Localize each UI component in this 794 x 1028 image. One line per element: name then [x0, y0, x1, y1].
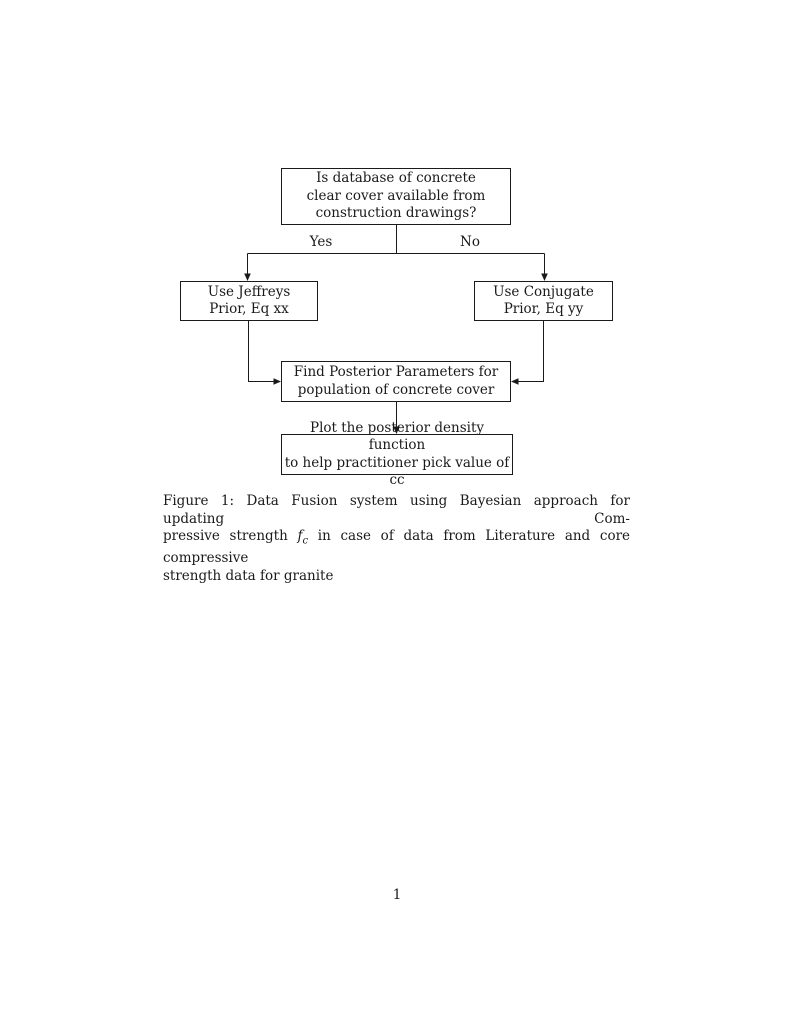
page-number: 1: [392, 887, 402, 903]
figure-caption: Figure 1: Data Fusion system using Bayes…: [163, 493, 630, 585]
edge-label-no: No: [460, 234, 480, 250]
caption-line-1: Figure 1: Data Fusion system using Bayes…: [163, 493, 630, 527]
box-question-line: Is database of concrete: [316, 170, 476, 187]
box-posterior-line: population of concrete cover: [297, 381, 495, 398]
arrowhead-jeffreys-right: [273, 378, 281, 385]
box-jeffreys-line: Use Jeffreys: [207, 283, 291, 300]
box-question-line: construction drawings?: [315, 205, 477, 222]
connector-conjugate-elbow: [515, 321, 544, 382]
box-conjugate-line: Use Conjugate: [493, 283, 594, 300]
box-conjugate-line: Prior, Eq yy: [503, 301, 584, 317]
flowchart-box-jeffreys-prior: Use Jeffreys Prior, Eq xx: [180, 281, 318, 321]
flowchart-box-plot-density: Plot the posterior density function to h…: [281, 420, 513, 488]
box-question-line: clear cover available from: [306, 187, 486, 204]
box-plot-line: to help practitioner pick value of cc: [284, 454, 510, 489]
caption-line-2: pressive strength fc in case of data fro…: [163, 528, 630, 568]
arrowhead-no-down: [541, 273, 548, 281]
box-plot-line: Plot the posterior density function: [309, 419, 485, 454]
connector-jeffreys-elbow: [248, 321, 277, 382]
box-jeffreys-line: Prior, Eq xx: [209, 301, 289, 317]
box-posterior-line: Find Posterior Parameters for: [293, 364, 499, 380]
arrowhead-yes-down: [244, 273, 251, 281]
caption-line-3: strength data for granite: [163, 567, 334, 584]
caption-line-2-post: in case of data from Literature and core…: [163, 528, 631, 567]
edge-label-yes: Yes: [309, 234, 333, 250]
flowchart-box-posterior-parameters: Find Posterior Parameters for population…: [281, 361, 511, 402]
arrowhead-conjugate-left: [511, 378, 519, 385]
caption-line-2-pre: pressive strength: [163, 528, 288, 544]
math-symbol-fc: fc: [297, 528, 309, 547]
flowchart-box-conjugate-prior: Use Conjugate Prior, Eq yy: [474, 281, 613, 321]
flowchart-box-question: Is database of concrete clear cover avai…: [281, 168, 511, 225]
